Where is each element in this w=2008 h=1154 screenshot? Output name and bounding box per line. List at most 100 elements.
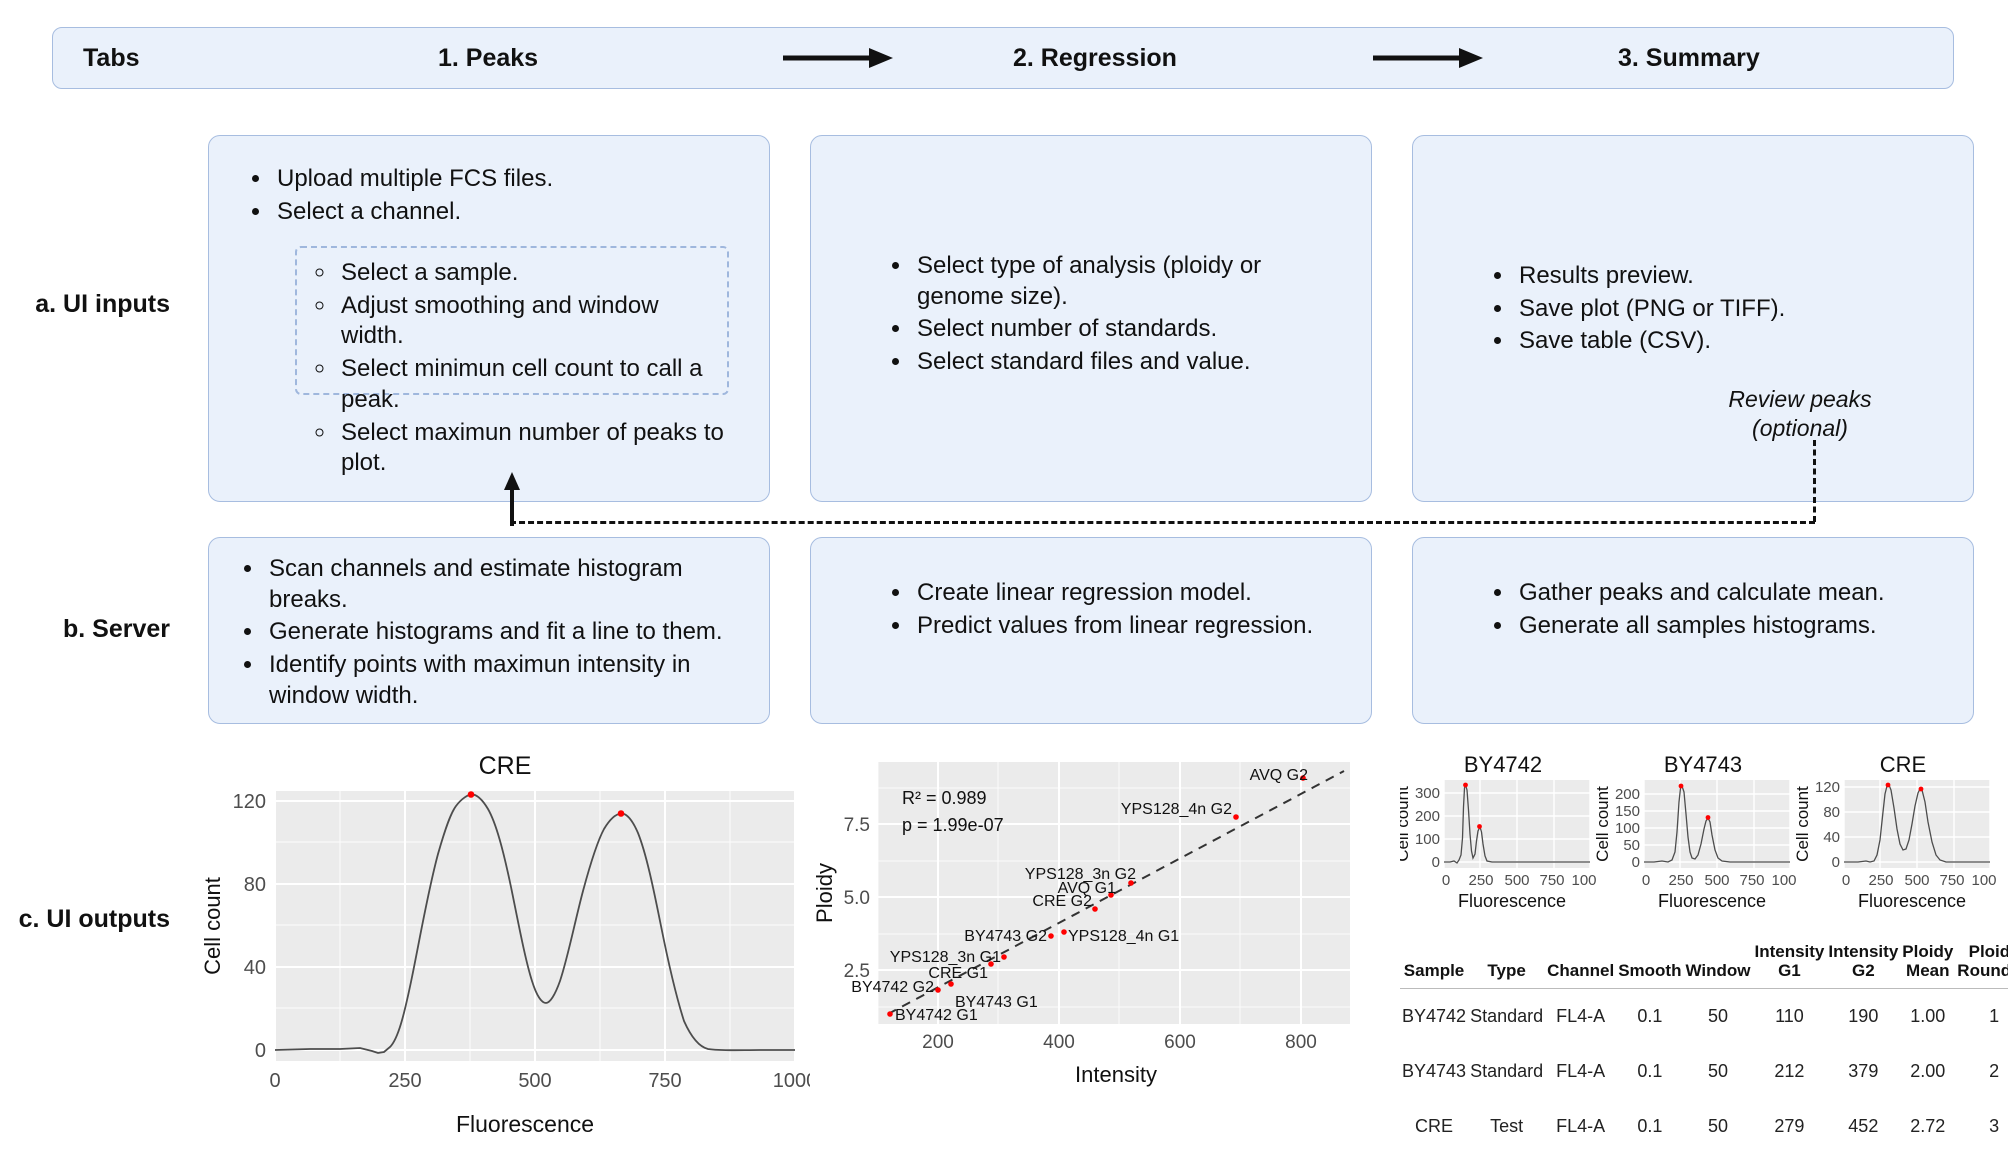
- table-row: CRE Test FL4-A 0.1 50 279 452 2.72 3: [1400, 1099, 2008, 1154]
- svg-text:750: 750: [1939, 872, 1964, 889]
- svg-text:BY4743 G2: BY4743 G2: [964, 928, 1047, 945]
- cell-type: Standard: [1470, 1006, 1544, 1027]
- svg-text:100: 100: [1971, 872, 1996, 889]
- tab-bar: Tabs 1. Peaks 2. Regression 3. Summary: [52, 27, 1954, 89]
- chart-canvas: BY4742 0 100 200 300: [1400, 752, 1997, 911]
- cell-ploidy-rounded: 1: [1989, 1006, 2000, 1027]
- feedback-connector-vertical: [1813, 440, 1816, 522]
- chart-canvas: AVQ G2 YPS128_4n G2 YPS128_3n G2 AVQ G1 …: [816, 762, 1350, 1087]
- cell-ploidy-mean: 1.00: [1910, 1006, 1946, 1027]
- chart-title: CRE: [478, 752, 532, 780]
- annotation-r2: R² = 0.989: [902, 788, 987, 808]
- svg-text:5.0: 5.0: [844, 888, 870, 909]
- cell-ploidy-rounded: 3: [1989, 1116, 2000, 1137]
- cell-smooth: 0.1: [1637, 1061, 1663, 1082]
- svg-text:100: 100: [1415, 831, 1440, 848]
- table-row: BY4743 Standard FL4-A 0.1 50 212 379 2.0…: [1400, 1044, 2008, 1099]
- panel-server-peaks: Scan channels and estimate histogram bre…: [208, 537, 770, 724]
- svg-text:YPS128_4n G2: YPS128_4n G2: [1121, 801, 1232, 818]
- peak-marker: [617, 810, 625, 817]
- col-header-channel: Channel: [1547, 961, 1615, 981]
- cell-sample: BY4743: [1402, 1061, 1467, 1082]
- svg-text:Cell count: Cell count: [1593, 786, 1612, 862]
- svg-text:500: 500: [1904, 872, 1929, 889]
- col-header-smooth: Smooth: [1618, 961, 1682, 981]
- cell-intensity-g2: 190: [1848, 1006, 1879, 1027]
- cell-intensity-g2: 452: [1848, 1116, 1879, 1137]
- svg-text:200: 200: [1615, 786, 1640, 803]
- peak-marker: [467, 791, 475, 798]
- cell-channel: FL4-A: [1556, 1116, 1606, 1137]
- cell-type: Test: [1490, 1116, 1524, 1137]
- tab-regression[interactable]: 2. Regression: [1013, 43, 1177, 72]
- tab-summary[interactable]: 3. Summary: [1618, 43, 1760, 72]
- svg-text:100: 100: [1771, 872, 1796, 889]
- svg-text:0: 0: [1632, 854, 1640, 871]
- svg-text:150: 150: [1615, 803, 1640, 820]
- list-item: Adjust smoothing and window width.: [337, 291, 727, 352]
- svg-text:BY4743 G1: BY4743 G1: [955, 994, 1038, 1011]
- svg-text:200: 200: [922, 1032, 954, 1053]
- cell-intensity-g1: 110: [1775, 1006, 1804, 1027]
- row-label-ui-outputs: c. UI outputs: [18, 905, 170, 933]
- svg-text:80: 80: [1823, 804, 1840, 821]
- svg-text:750: 750: [1739, 872, 1764, 889]
- svg-text:800: 800: [1285, 1032, 1317, 1053]
- feedback-connector-horizontal: [510, 521, 1815, 524]
- cell-channel: FL4-A: [1556, 1006, 1606, 1027]
- list-item: Select minimun cell count to call a peak…: [337, 354, 727, 415]
- cell-window: 50: [1707, 1116, 1728, 1137]
- col-header-window: Window: [1685, 961, 1751, 981]
- list-item: Create linear regression model.: [913, 578, 1361, 609]
- right-arrow-icon: [783, 46, 893, 70]
- cell-window: 50: [1707, 1061, 1728, 1082]
- panel-ui-inputs-regression: Select type of analysis (ploidy or genom…: [810, 135, 1372, 502]
- list-item: Select a sample.: [337, 258, 727, 289]
- cell-type: Standard: [1470, 1061, 1544, 1082]
- svg-text:2.5: 2.5: [844, 961, 870, 982]
- review-peaks-note-line2: (optional): [1752, 414, 1848, 441]
- x-axis-title: Fluorescence: [455, 1111, 595, 1137]
- list-item: Gather peaks and calculate mean.: [1515, 578, 1963, 609]
- cell-smooth: 0.1: [1637, 1006, 1663, 1027]
- svg-text:Cell count: Cell count: [1400, 786, 1412, 862]
- tab-peaks[interactable]: 1. Peaks: [438, 43, 539, 72]
- list-item: Select standard files and value.: [913, 347, 1341, 378]
- col-header-type: Type: [1487, 961, 1526, 981]
- list-item: Select number of standards.: [913, 314, 1341, 345]
- table-header-row: Sample Type Channel Smooth Window: [1400, 940, 2008, 989]
- svg-text:BY4742 G1: BY4742 G1: [895, 1007, 978, 1024]
- panel-ui-inputs-summary: Results preview. Save plot (PNG or TIFF)…: [1412, 135, 1974, 502]
- cell-intensity-g2: 379: [1848, 1061, 1879, 1082]
- svg-text:CRE G2: CRE G2: [1032, 893, 1092, 910]
- list-item: Save table (CSV).: [1515, 326, 1943, 357]
- row-label-ui-inputs: a. UI inputs: [35, 290, 170, 318]
- cell-window: 50: [1707, 1006, 1728, 1027]
- svg-text:120: 120: [233, 791, 266, 813]
- svg-text:0: 0: [1832, 854, 1840, 871]
- review-peaks-note: Review peaks (optional): [1700, 385, 1900, 443]
- col-header-intensity-g1: Intensity G1: [1754, 942, 1825, 981]
- cell-intensity-g1: 212: [1774, 1061, 1805, 1082]
- list-item: Generate histograms and fit a line to th…: [265, 617, 759, 648]
- panel-server-summary: Gather peaks and calculate mean. Generat…: [1412, 537, 1974, 724]
- svg-text:0: 0: [1442, 872, 1450, 889]
- svg-text:750: 750: [1539, 872, 1564, 889]
- chart-ploidy-regression: AVQ G2 YPS128_4n G2 YPS128_3n G2 AVQ G1 …: [816, 752, 1376, 1132]
- svg-text:750: 750: [648, 1070, 681, 1092]
- cell-ploidy-mean: 2.72: [1910, 1116, 1946, 1137]
- svg-text:120: 120: [1815, 779, 1840, 796]
- list-item: Select maximun number of peaks to plot.: [337, 418, 727, 479]
- svg-text:CRE G1: CRE G1: [928, 965, 988, 982]
- svg-text:50: 50: [1623, 837, 1640, 854]
- panel-ui-inputs-peaks: Upload multiple FCS files. Select a chan…: [208, 135, 770, 502]
- svg-text:0: 0: [1432, 854, 1440, 871]
- cell-ploidy-mean: 2.00: [1910, 1061, 1946, 1082]
- list-item: Select a channel.: [273, 197, 731, 228]
- cell-sample: BY4742: [1402, 1006, 1467, 1027]
- col-header-ploidy-mean: Ploidy Mean: [1902, 942, 1954, 981]
- svg-text:100: 100: [1615, 820, 1640, 837]
- list-item: Generate all samples histograms.: [1515, 611, 1963, 642]
- svg-text:500: 500: [1704, 872, 1729, 889]
